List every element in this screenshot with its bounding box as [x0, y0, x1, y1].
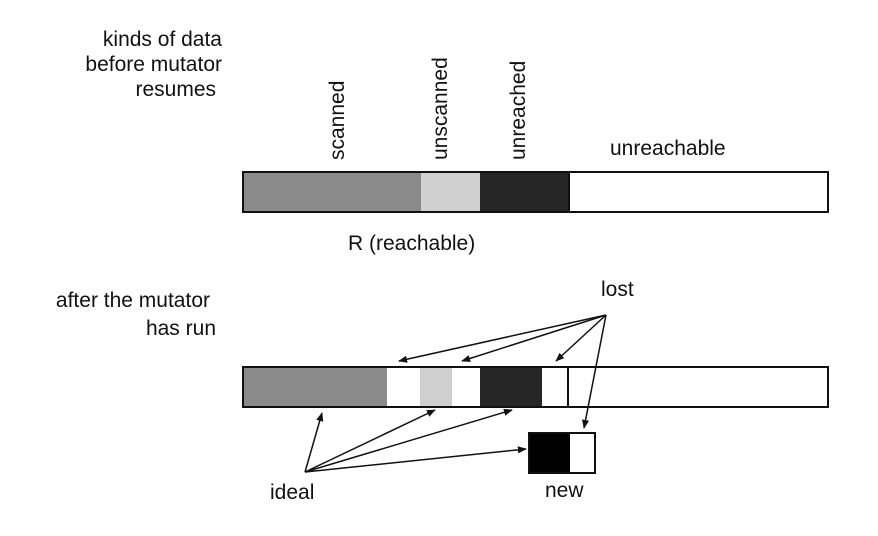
lost-arrow-gap-1	[398, 314, 607, 363]
unreachable-label: unreachable	[610, 137, 726, 160]
top-unreached-segment	[480, 172, 569, 212]
bottom-unscanned-segment	[420, 367, 452, 407]
lost-arrow-new	[582, 314, 607, 429]
bottom-scanned-segment	[243, 367, 387, 407]
bottom-memory-bar	[242, 366, 829, 408]
new-box-outline	[528, 432, 596, 474]
top-bar-outline	[242, 171, 829, 213]
new-empty-segment	[570, 433, 595, 473]
scanned-label: scanned	[326, 81, 349, 160]
top-caption-line-2: before mutator	[85, 53, 222, 76]
top-scanned-segment	[243, 172, 421, 212]
top-unreachable-segment	[569, 172, 828, 212]
bottom-lost-gap-2	[452, 367, 480, 407]
ideal-arrow-unreached	[304, 408, 513, 473]
lost-arrows	[398, 314, 607, 429]
ideal-arrow-unscanned	[304, 409, 436, 473]
ideal-arrow-new	[304, 446, 527, 473]
unscanned-label: unscanned	[429, 57, 452, 160]
ideal-arrow-scanned	[304, 412, 324, 473]
bottom-caption-line-1: after the mutator	[56, 289, 210, 312]
lost-arrow-gap-2	[461, 314, 607, 362]
bottom-lost-gap-1	[387, 367, 420, 407]
bottom-caption-line-2: has run	[146, 317, 216, 340]
new-filled-segment	[529, 433, 570, 473]
bottom-unreached-segment	[480, 367, 542, 407]
top-unscanned-segment	[421, 172, 480, 212]
top-caption-line-3: resumes	[135, 78, 216, 101]
bottom-bar-outline	[242, 366, 829, 408]
reachable-label: R (reachable)	[348, 232, 475, 255]
new-allocation-box	[528, 432, 596, 474]
lost-label: lost	[601, 278, 634, 301]
top-caption-line-1: kinds of data	[103, 28, 222, 51]
ideal-arrows	[304, 408, 527, 473]
top-memory-bar	[242, 171, 829, 213]
bottom-lost-gap-3	[542, 367, 568, 407]
unreached-label: unreached	[507, 61, 530, 160]
new-label: new	[545, 479, 584, 502]
bottom-unreachable-segment	[568, 367, 828, 407]
ideal-label: ideal	[270, 481, 314, 504]
lost-arrow-gap-3	[555, 314, 607, 362]
